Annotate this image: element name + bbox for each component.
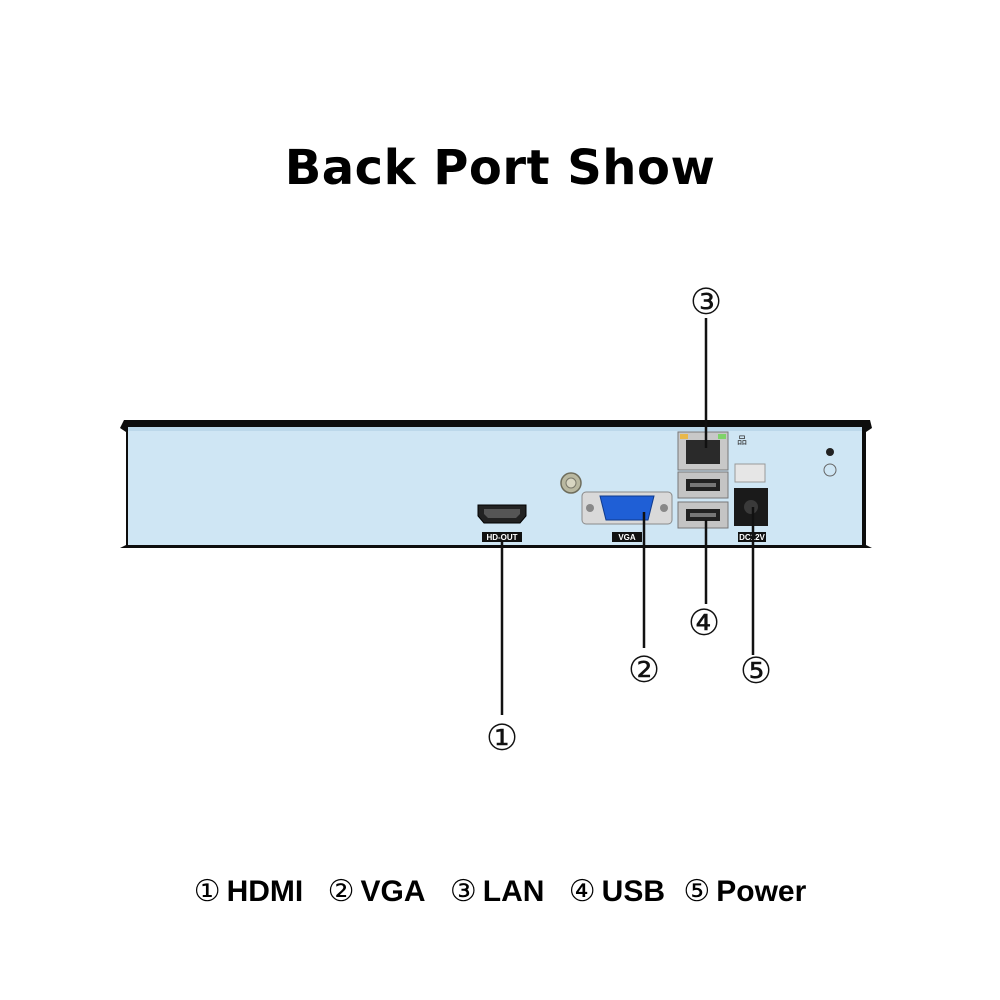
page-title: Back Port Show [284, 140, 716, 196]
vga-panel-label: VGA [618, 533, 636, 542]
legend-label-lan: LAN [482, 875, 545, 908]
vga-port: VGA [581, 491, 673, 542]
legend-label-power: Power [716, 875, 807, 908]
callout-vga: ② [628, 650, 660, 691]
legend-label-vga: VGA [360, 875, 426, 908]
hdmi-port: HD-OUT [477, 504, 527, 542]
power-jack: DC12V [734, 463, 768, 542]
leader-lines [500, 318, 755, 715]
lan-symbol-icon: 品 [737, 435, 747, 447]
callout-lan: ③ [690, 282, 722, 323]
hdmi-panel-label: HD-OUT [486, 533, 517, 542]
callout-power: ⑤ [740, 651, 772, 692]
ground-screw [560, 472, 582, 494]
reset-hole [823, 448, 837, 477]
lan-port: 品 [677, 431, 747, 471]
legend-label-hdmi: HDMI [226, 875, 304, 908]
ground-icon [823, 463, 837, 477]
legend-number-lan: ③ [449, 874, 477, 909]
legend-number-power: ⑤ [683, 874, 711, 909]
legend-number-vga: ② [327, 874, 355, 909]
callout-hdmi: ① [486, 718, 518, 759]
usb-ports [677, 471, 729, 529]
chassis [120, 420, 872, 548]
legend-number-usb: ④ [568, 874, 596, 909]
callout-usb: ④ [688, 603, 720, 644]
legend-label-usb: USB [601, 875, 666, 908]
legend-number-hdmi: ① [193, 874, 221, 909]
